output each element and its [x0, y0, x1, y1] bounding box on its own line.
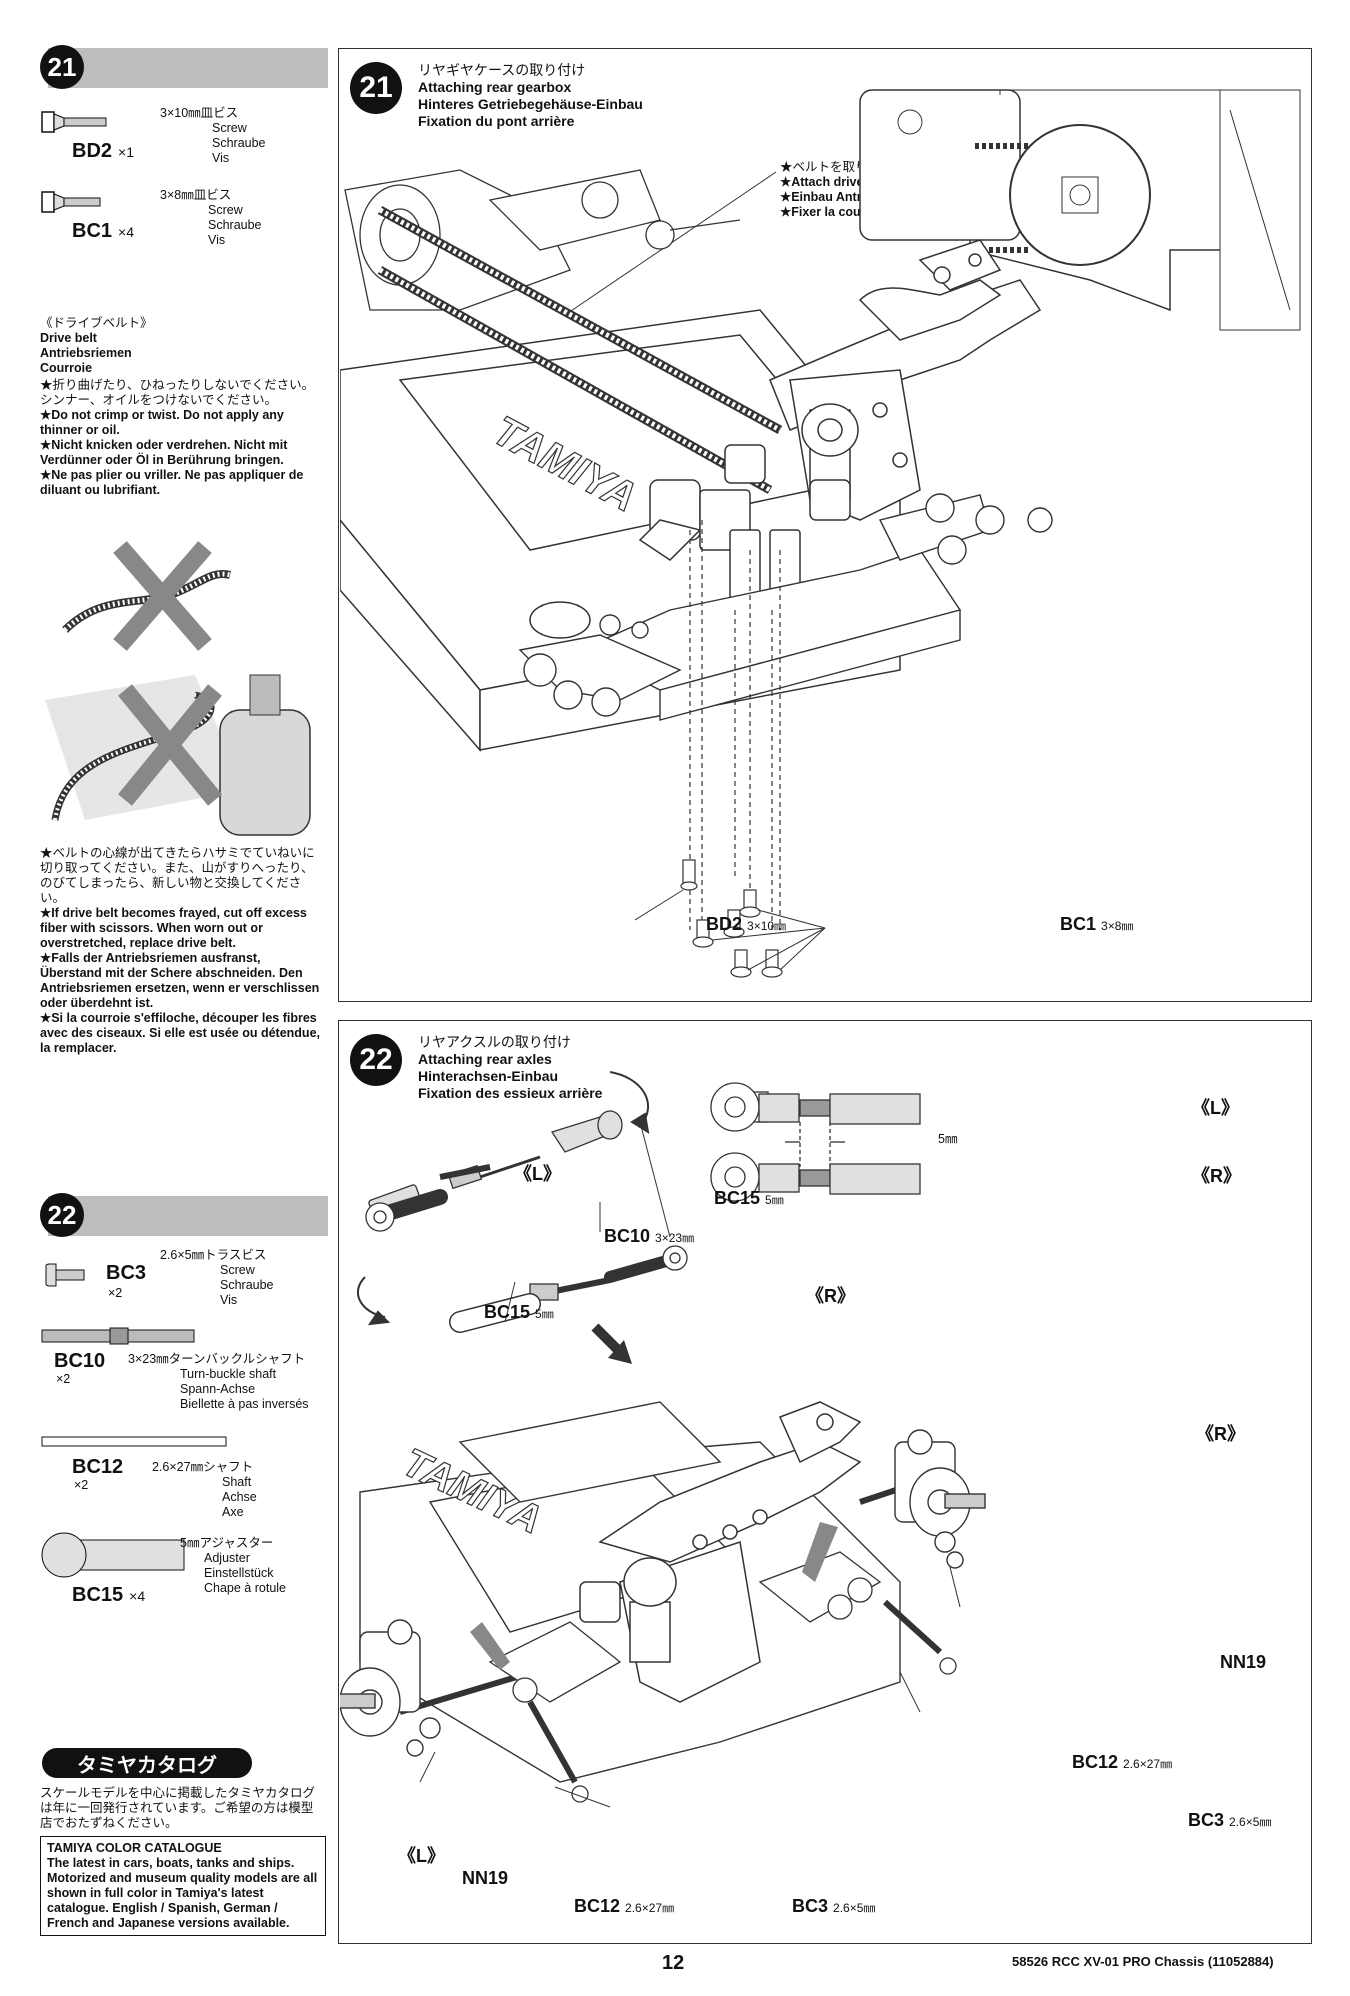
screws-bd2-bc1 — [680, 859, 783, 978]
panel22-label-R-top: 《R》 — [1192, 1166, 1241, 1186]
bc12-desc: 2.6×27㎜シャフト Shaft Achse Axe — [152, 1460, 257, 1519]
belt-replace-fr: ★Si la courroie s'effiloche, découper le… — [40, 1011, 320, 1055]
bc10-code: BC10 — [54, 1350, 106, 1372]
page-number: 12 — [662, 1952, 685, 1974]
panel22-label-L-exploded: 《L》 — [514, 1164, 561, 1184]
bc10-qty: ×2 — [56, 1372, 71, 1386]
gray-pointer-arrows — [470, 1522, 838, 1670]
panel22-title-fr: Fixation des essieux arrière — [418, 1085, 603, 1101]
panel22-assembly-illustration: TAMIYA — [340, 1071, 986, 1808]
bc3-desc: 2.6×5㎜トラスビス Screw Schraube Vis — [160, 1248, 274, 1307]
belt-note-jp: ★折り曲げたり、ひねったりしないでください。シンナー、オイルをつけないでください… — [40, 378, 315, 407]
step21-header-bar — [48, 48, 328, 88]
panel22-label-nn19-left: NN19 — [462, 1868, 509, 1888]
panel22-title: リヤアクスルの取り付け Attaching rear axles Hintera… — [418, 1034, 602, 1102]
panel22-label-L-assembly: 《L》 — [398, 1846, 445, 1866]
bc1-screw-icon — [41, 191, 101, 213]
lower-suspension-arms — [488, 1551, 882, 1703]
panel22-title-jp: リヤアクスルの取り付け — [418, 1034, 571, 1050]
drive-belt-section: 《ドライブベルト》 Drive belt Antriebsriemen Cour… — [40, 316, 325, 498]
panel22-label-bc3-left: BC3 2.6×5㎜ — [792, 1896, 876, 1916]
rear-gearbox-left-frame — [344, 169, 741, 311]
belt-note-fr: ★Ne pas plier ou vriller. Ne pas appliqu… — [40, 468, 304, 497]
panel22-label-bc12-left: BC12 2.6×27㎜ — [574, 1896, 675, 1916]
drive-belt-de: Antriebsriemen — [40, 346, 132, 360]
panel22-label-bc12-right: BC12 2.6×27㎜ — [1072, 1752, 1173, 1772]
belt-note-en: ★Do not crimp or twist. Do not apply any… — [40, 408, 284, 437]
belt-note-de: ★Nicht knicken oder verdrehen. Nicht mit… — [40, 438, 288, 467]
bc10-desc: 3×23㎜ターンバックルシャフト Turn-buckle shaft Spann… — [128, 1352, 309, 1411]
belt-replace-notes: ★ベルトの心線が出てきたらハサミでていねいに切り取ってください。また、山がすりへ… — [40, 846, 325, 1056]
belt-replace-de: ★Falls der Antriebsriemen ausfranst, Übe… — [40, 951, 320, 1010]
panel22-label-bc15-top: BC15 5㎜ — [714, 1188, 784, 1208]
rear-axle-left — [340, 1619, 601, 1757]
panel22-label-L-top: 《L》 — [1192, 1098, 1239, 1118]
step22-header-bar — [48, 1196, 328, 1236]
turnbuckle-length-detail — [710, 1082, 921, 1202]
drive-belt-jp-title: 《ドライブベルト》 — [40, 316, 153, 330]
panel21-number-badge: 21 — [350, 62, 402, 114]
panel21-title-de: Hinteres Getriebegehäuse-Einbau — [418, 96, 643, 112]
bc12-code: BC12 — [72, 1456, 124, 1478]
bc15-code: BC15×4 — [72, 1584, 146, 1606]
catalog-en-box: TAMIYA COLOR CATALOGUE The latest in car… — [40, 1836, 326, 1936]
step22-number-badge: 22 — [40, 1193, 84, 1237]
shafts-bc12 — [527, 1599, 957, 1803]
panel21-title-fr: Fixation du pont arrière — [418, 113, 575, 129]
belt-replace-en: ★If drive belt becomes frayed, cut off e… — [40, 906, 307, 950]
panel22-dim-5mm: 5㎜ — [938, 1132, 958, 1146]
panel21-label-bc1: BC1 3×8㎜ — [1060, 914, 1134, 934]
drive-belt-fr: Courroie — [40, 361, 93, 375]
drive-belt-en: Drive belt — [40, 331, 97, 345]
panel22-label-nn19-right: NN19 — [1220, 1652, 1267, 1672]
bc1-code: BC1×4 — [72, 220, 134, 242]
panel21-title-en: Attaching rear gearbox — [418, 79, 572, 95]
bc3-screw-icon — [45, 1263, 85, 1287]
rear-gearbox — [638, 239, 1042, 611]
bc12-shaft-icon — [41, 1436, 227, 1447]
panel22-label-R-assembly: 《R》 — [1196, 1424, 1245, 1444]
bc10-turnbuckle-icon — [41, 1327, 195, 1345]
bc15-adjuster-icon — [41, 1532, 185, 1578]
bc3-code: BC3 — [106, 1262, 147, 1284]
panel21-label-bd2: BD2 3×10㎜ — [706, 914, 787, 934]
catalog-en-text: The latest in cars, boats, tanks and shi… — [47, 1856, 318, 1930]
panel22-title-en: Attaching rear axles — [418, 1051, 552, 1067]
bc1-desc: 3×8㎜皿ビス Screw Schraube Vis — [160, 188, 262, 247]
belt-detail-inset — [859, 89, 1301, 331]
bd2-code: BD2×1 — [72, 140, 134, 162]
bd2-desc: 3×10㎜皿ビス Screw Schraube Vis — [160, 106, 266, 165]
bc3-qty: ×2 — [108, 1286, 123, 1300]
panel21-assembly-illustration: TAMIYA — [340, 89, 1301, 978]
panel22-label-R-exploded: 《R》 — [806, 1286, 855, 1306]
belt-replace-jp: ★ベルトの心線が出てきたらハサミでていねいに切り取ってください。また、山がすりへ… — [40, 846, 315, 905]
bc15-desc: 5㎜アジャスター Adjuster Einstellstück Chape à … — [180, 1536, 287, 1595]
bd2-screw-icon — [41, 111, 107, 133]
step21-number-badge: 21 — [40, 45, 84, 89]
panel22-number-badge: 22 — [350, 1034, 402, 1086]
product-code: 58526 RCC XV-01 PRO Chassis (11052884) — [1012, 1954, 1274, 1969]
drive-belt — [377, 206, 783, 494]
catalog-title-banner: タミヤカタログ — [42, 1748, 252, 1778]
catalog-jp-text: スケールモデルを中心に掲載したタミヤカタログは年に一回発行されています。ご希望の… — [40, 1786, 316, 1830]
rear-axle-right — [859, 1429, 986, 1569]
panel21-title: リヤギヤケースの取り付け Attaching rear gearbox Hint… — [418, 62, 643, 130]
panel22-title-de: Hinterachsen-Einbau — [418, 1068, 559, 1084]
panel21-title-jp: リヤギヤケースの取り付け — [418, 62, 586, 78]
panel22-label-bc15-bottom: BC15 5㎜ — [484, 1302, 554, 1322]
panel22-label-bc3-right: BC3 2.6×5㎜ — [1188, 1810, 1272, 1830]
exploded-turnbuckles — [365, 1110, 688, 1333]
bc12-qty: ×2 — [74, 1478, 89, 1492]
panel22-label-bc10: BC10 3×23㎜ — [604, 1226, 695, 1246]
rear-gearbox-installed — [579, 1401, 862, 1703]
belt-crimp-warning-illustration — [62, 541, 231, 651]
belt-oil-warning-illustration — [45, 674, 311, 836]
catalog-en-title: TAMIYA COLOR CATALOGUE — [47, 1841, 222, 1855]
